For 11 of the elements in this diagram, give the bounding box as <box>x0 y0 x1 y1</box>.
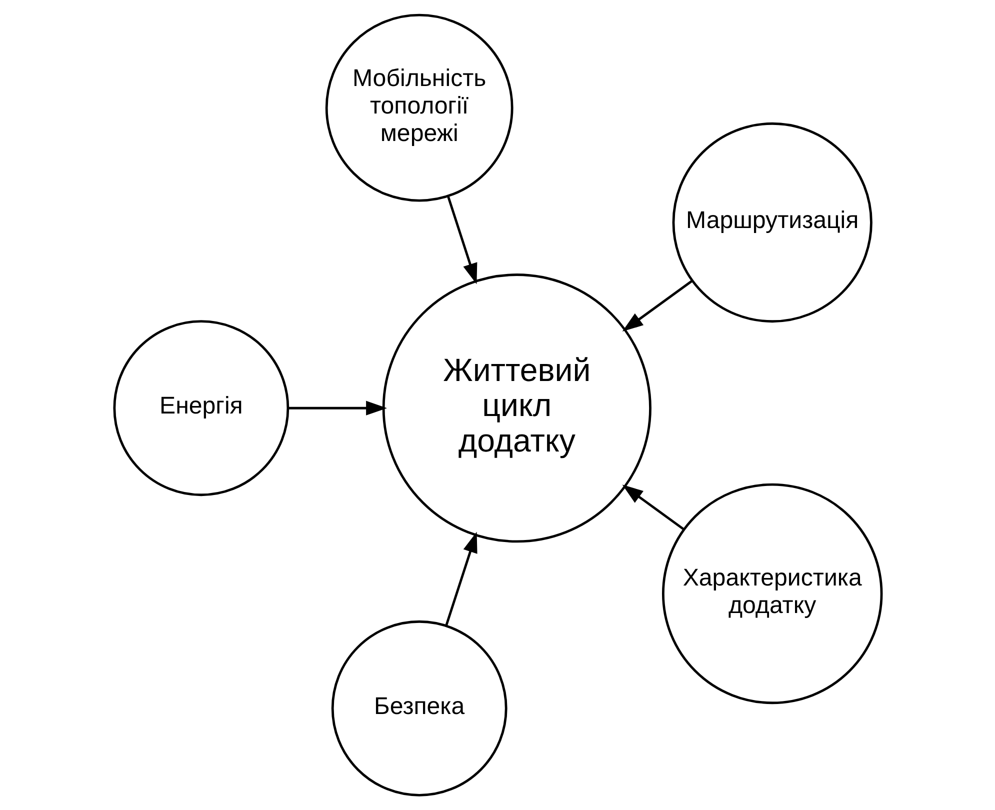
node-circle: Життевий цикл додатку <box>382 274 651 543</box>
arrow <box>622 280 692 332</box>
node-circle: Маршрутизація <box>672 122 872 323</box>
arrow <box>288 400 386 416</box>
node-circle: Безпека <box>330 620 507 796</box>
node-circle: Характеристика додатку <box>661 483 882 704</box>
arrow <box>446 196 477 284</box>
arrow <box>444 532 477 626</box>
node-circle: Мобільність топології мережі <box>324 14 513 202</box>
node-circle: Енергія <box>112 320 289 496</box>
arrow <box>622 484 684 530</box>
